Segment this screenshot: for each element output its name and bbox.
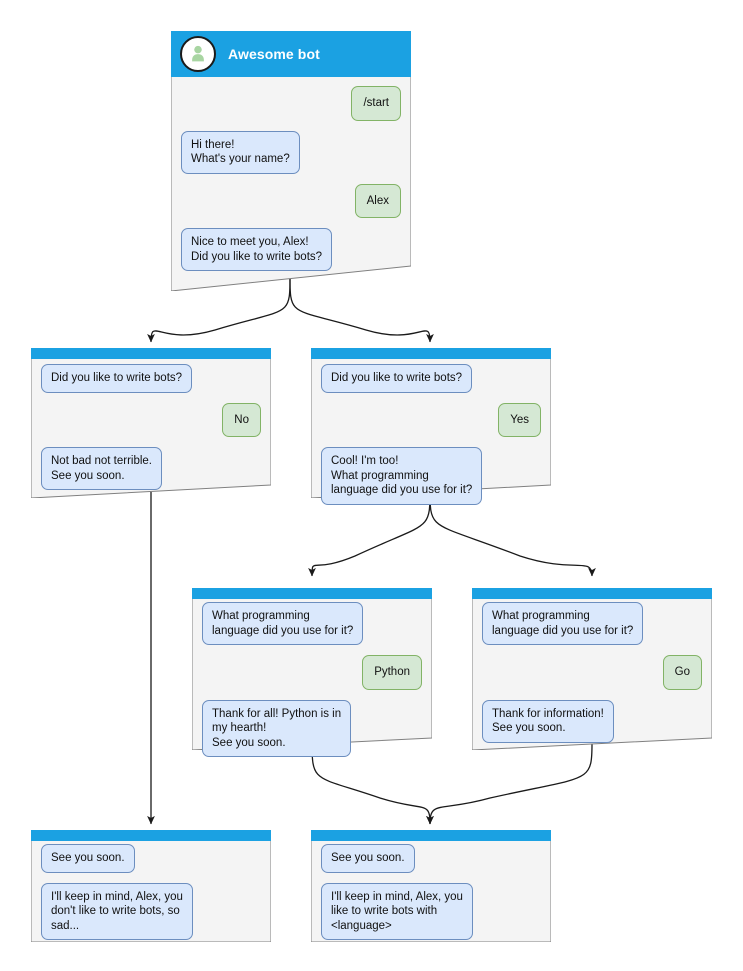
card-header-strip bbox=[31, 348, 271, 359]
bot-message-bubble[interactable]: See you soon. bbox=[321, 844, 415, 873]
message-row: Thank for information! See you soon. bbox=[482, 699, 702, 743]
card-end-yes-bots[interactable]: See you soon. I'll keep in mind, Alex, y… bbox=[311, 830, 551, 942]
edge-go-to-end-yes bbox=[426, 743, 593, 825]
message-row: Go bbox=[482, 655, 702, 690]
card-header-strip bbox=[192, 588, 432, 599]
bot-message-bubble[interactable]: See you soon. bbox=[41, 844, 135, 873]
user-message-bubble[interactable]: /start bbox=[351, 86, 401, 121]
bot-message-bubble[interactable]: Did you like to write bots? bbox=[41, 364, 193, 393]
message-row: Not bad not terrible. See you soon. bbox=[41, 447, 261, 490]
bot-message-bubble[interactable]: Not bad not terrible. See you soon. bbox=[41, 447, 163, 490]
message-row: Cool! I'm too! What programming language… bbox=[321, 447, 541, 505]
bot-message-bubble[interactable]: I'll keep in mind, Alex, you don't like … bbox=[41, 882, 193, 940]
bot-message-bubble[interactable]: Nice to meet you, Alex! Did you like to … bbox=[181, 228, 333, 271]
message-row: Thank for all! Python is in my hearth! S… bbox=[202, 699, 422, 757]
bot-message-bubble[interactable]: What programming language did you use fo… bbox=[482, 602, 644, 645]
message-row: Nice to meet you, Alex! Did you like to … bbox=[181, 228, 401, 271]
card-did-you-like-yes[interactable]: Did you like to write bots? Yes Cool! I'… bbox=[311, 348, 551, 505]
user-message-bubble[interactable]: Alex bbox=[354, 183, 401, 218]
message-row: No bbox=[41, 402, 261, 437]
message-row: Did you like to write bots? bbox=[41, 364, 261, 393]
bot-message-bubble[interactable]: I'll keep in mind, Alex, you like to wri… bbox=[321, 882, 473, 940]
message-row: What programming language did you use fo… bbox=[202, 602, 422, 645]
message-list: What programming language did you use fo… bbox=[472, 602, 712, 753]
card-did-you-like-no[interactable]: Did you like to write bots? No Not bad n… bbox=[31, 348, 271, 498]
bot-message-bubble[interactable]: Thank for information! See you soon. bbox=[482, 699, 614, 743]
user-message-bubble[interactable]: Python bbox=[362, 655, 422, 690]
card-header-strip bbox=[31, 830, 271, 841]
bot-message-bubble[interactable]: Cool! I'm too! What programming language… bbox=[321, 447, 483, 505]
user-message-bubble[interactable]: No bbox=[222, 402, 261, 437]
bot-title: Awesome bot bbox=[228, 46, 320, 62]
user-message-bubble[interactable]: Go bbox=[662, 655, 702, 690]
message-list: /start Hi there! What's your name? Alex … bbox=[171, 86, 411, 281]
bot-message-bubble[interactable]: Hi there! What's your name? bbox=[181, 130, 300, 174]
message-row: What programming language did you use fo… bbox=[482, 602, 702, 645]
message-list: See you soon. I'll keep in mind, Alex, y… bbox=[31, 844, 271, 950]
card-end-no-bots[interactable]: See you soon. I'll keep in mind, Alex, y… bbox=[31, 830, 271, 942]
card-header-strip bbox=[311, 830, 551, 841]
bot-message-bubble[interactable]: What programming language did you use fo… bbox=[202, 602, 364, 645]
message-list: Did you like to write bots? Yes Cool! I'… bbox=[311, 364, 551, 515]
bot-message-bubble[interactable]: Did you like to write bots? bbox=[321, 364, 473, 393]
message-row: Python bbox=[202, 655, 422, 690]
person-avatar-icon bbox=[180, 36, 216, 72]
message-row: /start bbox=[181, 86, 401, 121]
message-list: See you soon. I'll keep in mind, Alex, y… bbox=[311, 844, 551, 950]
bot-message-bubble[interactable]: Thank for all! Python is in my hearth! S… bbox=[202, 699, 352, 757]
card-language-go[interactable]: What programming language did you use fo… bbox=[472, 588, 712, 750]
message-row: See you soon. bbox=[41, 844, 261, 873]
message-row: Yes bbox=[321, 402, 541, 437]
message-row: I'll keep in mind, Alex, you like to wri… bbox=[321, 882, 541, 940]
message-row: Hi there! What's your name? bbox=[181, 130, 401, 174]
message-row: Alex bbox=[181, 183, 401, 218]
message-list: What programming language did you use fo… bbox=[192, 602, 432, 767]
card-language-python[interactable]: What programming language did you use fo… bbox=[192, 588, 432, 757]
card-header-strip bbox=[472, 588, 712, 599]
card-header-strip bbox=[311, 348, 551, 359]
card-header: Awesome bot bbox=[171, 31, 411, 77]
message-list: Did you like to write bots? No Not bad n… bbox=[31, 364, 271, 500]
message-row: I'll keep in mind, Alex, you don't like … bbox=[41, 882, 261, 940]
message-row: See you soon. bbox=[321, 844, 541, 873]
user-message-bubble[interactable]: Yes bbox=[498, 402, 541, 437]
message-row: Did you like to write bots? bbox=[321, 364, 541, 393]
card-awesome-bot-root[interactable]: Awesome bot /start Hi there! What's your… bbox=[171, 31, 411, 291]
